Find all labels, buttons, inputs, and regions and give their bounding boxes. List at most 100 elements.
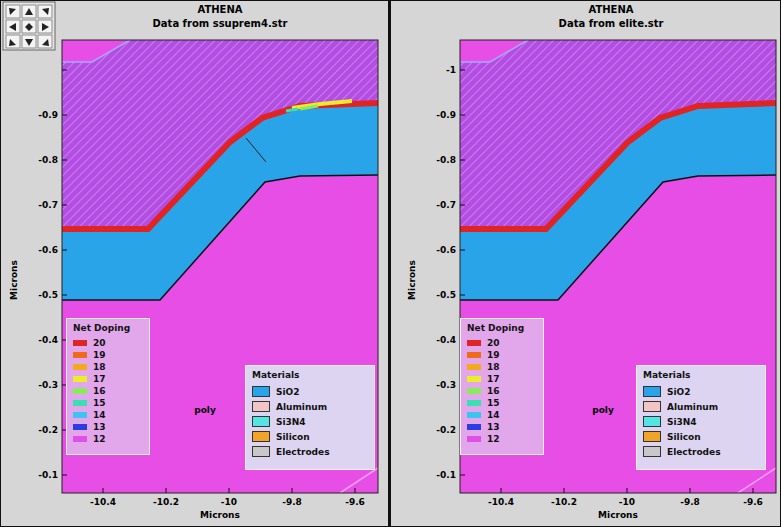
axis-tick-label: -10.4 xyxy=(488,497,514,508)
legend-swatch xyxy=(252,401,270,412)
axis-tick-label: -10.2 xyxy=(153,497,179,508)
legend-swatch xyxy=(73,352,87,358)
legend-text: 13 xyxy=(93,422,106,432)
axis-tick-label: -0.9 xyxy=(38,110,58,121)
legend-swatch xyxy=(73,424,87,430)
legend-swatch xyxy=(643,386,661,397)
legend-text: SiO2 xyxy=(276,387,299,397)
legend-swatch xyxy=(467,400,481,406)
panel-heading: ATHENAData from elite.str xyxy=(453,3,769,31)
legend-text: 13 xyxy=(487,422,500,432)
legend-text: 16 xyxy=(487,386,500,396)
legend-box: Net Doping201918171615141312 xyxy=(66,318,150,455)
legend-swatch xyxy=(467,424,481,430)
axis-tick-label: -10.2 xyxy=(551,497,577,508)
axis-tick-label: -10 xyxy=(221,497,237,508)
doping-contour xyxy=(292,101,352,108)
legend-swatch xyxy=(467,376,481,382)
legend-swatch xyxy=(73,388,87,394)
legend-entry: 13 xyxy=(467,421,537,433)
legend-text: Aluminum xyxy=(667,402,718,412)
legend-entry: 12 xyxy=(467,433,537,445)
legend-box: MaterialsSiO2AluminumSi3N4SiliconElectro… xyxy=(245,365,375,470)
legend-title: Materials xyxy=(252,369,368,382)
axis-tick-label: -9.8 xyxy=(680,497,700,508)
legend-entry: SiO2 xyxy=(643,384,759,399)
region-label: poly xyxy=(194,405,216,416)
legend-swatch xyxy=(467,436,481,442)
axis-tick-label: -0.4 xyxy=(436,335,456,346)
legend-swatch xyxy=(467,388,481,394)
legend-title: Net Doping xyxy=(73,322,143,335)
legend-box: Net Doping201918171615141312 xyxy=(460,318,544,455)
axis-title: Microns xyxy=(598,510,638,521)
axis-tick-label: -0.1 xyxy=(38,470,58,481)
axis-tick-label: -0.9 xyxy=(436,110,456,121)
legend-text: Si3N4 xyxy=(276,417,306,427)
legend-swatch xyxy=(252,446,270,457)
legend-swatch xyxy=(467,340,481,346)
legend-entry: 17 xyxy=(467,373,537,385)
legend-text: 19 xyxy=(487,350,500,360)
axis-tick-label: -9.8 xyxy=(282,497,302,508)
legend-entry: Electrodes xyxy=(643,444,759,459)
legend-entry: 17 xyxy=(73,373,143,385)
axis-tick-label: -9.6 xyxy=(345,497,365,508)
legend-entry: 18 xyxy=(73,361,143,373)
legend-entry: Si3N4 xyxy=(252,414,368,429)
legend-entry: Aluminum xyxy=(252,399,368,414)
legend-swatch xyxy=(73,340,87,346)
left-plot xyxy=(62,40,378,493)
pointer-line xyxy=(246,138,266,162)
axis-tick-label: -0.1 xyxy=(436,470,456,481)
legend-swatch xyxy=(73,364,87,370)
axis-tick-label: -10.4 xyxy=(90,497,116,508)
legend-text: 20 xyxy=(487,338,500,348)
legend-entry: 19 xyxy=(73,349,143,361)
legend-text: Silicon xyxy=(667,432,701,442)
axis-tick-label: -0.7 xyxy=(436,200,456,211)
legend-text: 19 xyxy=(93,350,106,360)
legend-swatch xyxy=(643,431,661,442)
legend-swatch xyxy=(252,386,270,397)
legend-swatch xyxy=(467,364,481,370)
axis-tick-label: -1 xyxy=(446,65,456,76)
legend-text: 15 xyxy=(93,398,106,408)
axis-title: Microns xyxy=(9,260,20,300)
plot-panel: Net Doping201918171615141312MaterialsSiO… xyxy=(0,0,389,527)
legend-text: 18 xyxy=(93,362,106,372)
legend-swatch xyxy=(252,431,270,442)
legend-entry: 14 xyxy=(467,409,537,421)
axis-tick-label: -10 xyxy=(619,497,635,508)
plot-panel: Net Doping201918171615141312MaterialsSiO… xyxy=(391,0,781,527)
legend-text: 12 xyxy=(487,434,500,444)
legend-entry: Si3N4 xyxy=(643,414,759,429)
legend-entry: Aluminum xyxy=(643,399,759,414)
legend-entry: 20 xyxy=(467,337,537,349)
axis-tick-label: -0.6 xyxy=(38,245,58,256)
panel-heading: ATHENAData from ssuprem4.str xyxy=(62,3,378,31)
legend-text: 18 xyxy=(487,362,500,372)
legend-entry: Silicon xyxy=(643,429,759,444)
legend-entry: 15 xyxy=(467,397,537,409)
legend-text: SiO2 xyxy=(667,387,690,397)
legend-entry: 20 xyxy=(73,337,143,349)
legend-entry: 15 xyxy=(73,397,143,409)
legend-entry: 13 xyxy=(73,421,143,433)
legend-swatch xyxy=(73,436,87,442)
axis-tick-label: -9.6 xyxy=(743,497,763,508)
axis-tick-label: -0.5 xyxy=(38,290,58,301)
axis-tick-label: -0.3 xyxy=(38,380,58,391)
legend-swatch xyxy=(467,412,481,418)
legend-title: Materials xyxy=(643,369,759,382)
legend-text: Aluminum xyxy=(276,402,327,412)
legend-entry: 19 xyxy=(467,349,537,361)
legend-swatch xyxy=(467,352,481,358)
legend-swatch xyxy=(643,416,661,427)
legend-text: 16 xyxy=(93,386,106,396)
legend-text: Silicon xyxy=(276,432,310,442)
axis-tick-label: -0.7 xyxy=(38,200,58,211)
legend-swatch xyxy=(73,412,87,418)
